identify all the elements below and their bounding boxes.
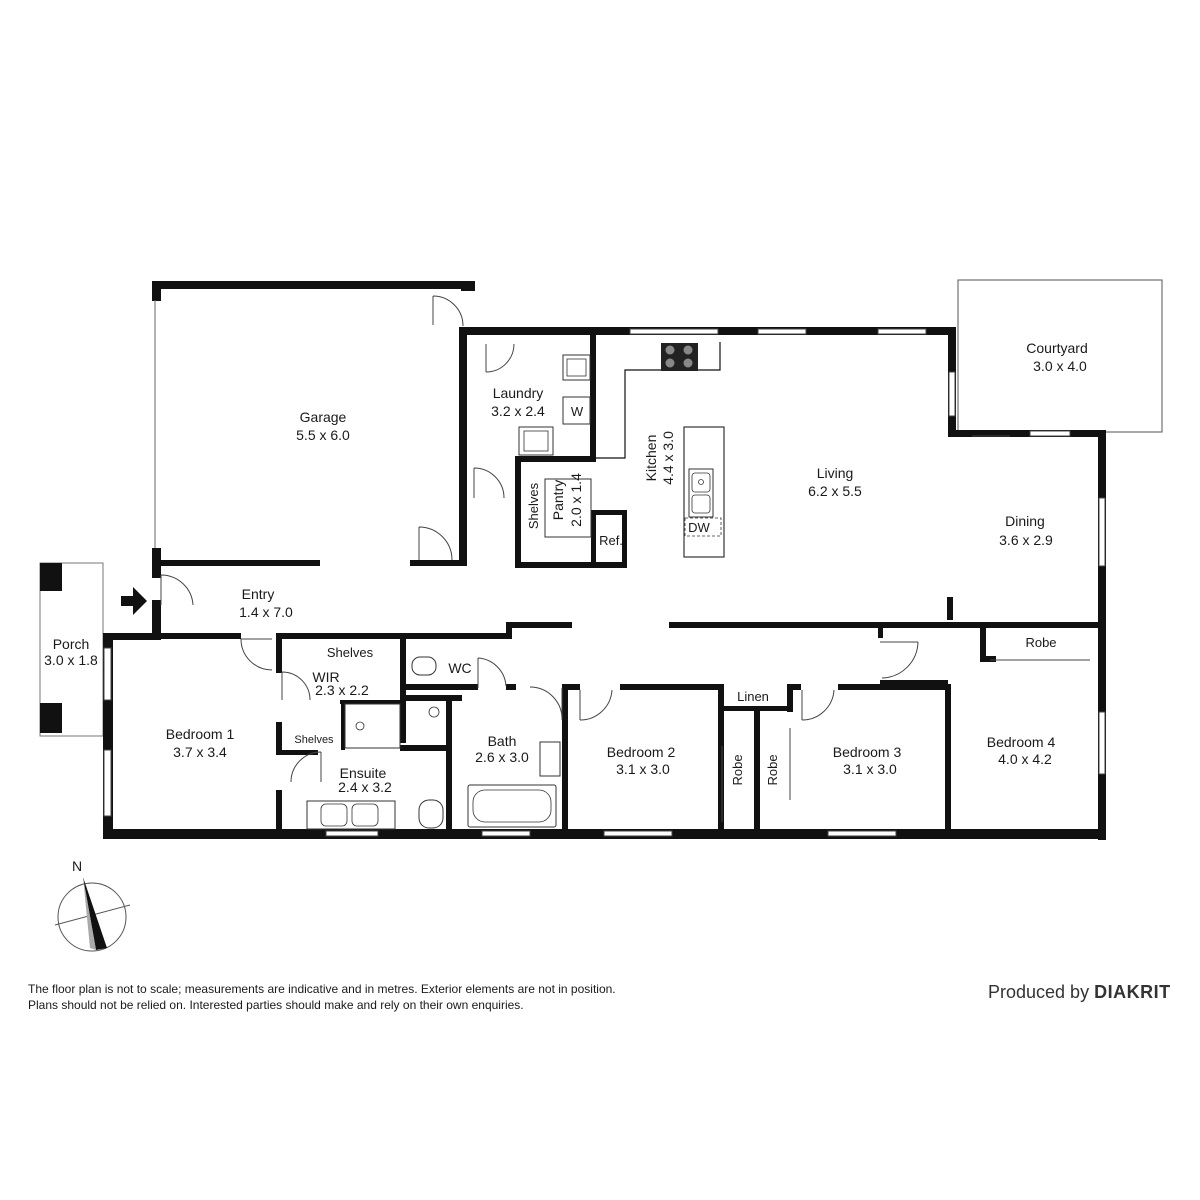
washer-label: W <box>571 404 584 419</box>
windows <box>103 328 1106 837</box>
producer-brand-logo: DIAKRIT <box>1094 982 1171 1002</box>
linen-label: Linen <box>737 689 769 704</box>
porch-label: Porch <box>53 636 90 652</box>
cooktop-icon <box>661 343 698 371</box>
ref-label: Ref. <box>599 533 623 548</box>
wir-dims: 2.3 x 2.2 <box>315 682 369 698</box>
interior-walls <box>161 335 1099 839</box>
shelves-small-label: Shelves <box>294 734 334 746</box>
entry-dims: 1.4 x 7.0 <box>239 604 293 620</box>
compass-icon: N <box>54 858 131 952</box>
laundry-label: Laundry <box>493 385 544 401</box>
pantry-label: Pantry <box>550 480 566 520</box>
ensuite-label: Ensuite <box>340 765 387 781</box>
laundry-sink <box>518 426 554 456</box>
kitchen-label: Kitchen <box>643 435 659 482</box>
ensuite-toilet <box>418 799 444 829</box>
wc-label: WC <box>448 660 471 676</box>
kitchen-dims: 4.4 x 3.0 <box>660 431 676 485</box>
entry-arrow-icon <box>121 587 147 615</box>
disclaimer-line1: The floor plan is not to scale; measurem… <box>28 982 616 996</box>
dining-label: Dining <box>1005 513 1045 529</box>
wir-label: WIR <box>312 669 339 685</box>
laundry-tub <box>562 354 591 381</box>
producer-credit: Produced by DIAKRIT <box>988 982 1171 1003</box>
washer <box>562 396 591 425</box>
porch-dims: 3.0 x 1.8 <box>44 652 98 668</box>
robe3-label: Robe <box>765 754 780 785</box>
garage-dims: 5.5 x 6.0 <box>296 427 350 443</box>
bedroom2-label: Bedroom 2 <box>607 744 676 760</box>
exterior-walls <box>103 281 1106 840</box>
courtyard-label: Courtyard <box>1026 340 1087 356</box>
robe2-label: Robe <box>730 754 745 785</box>
bedroom1-dims: 3.7 x 3.4 <box>173 744 227 760</box>
bath-label: Bath <box>488 733 517 749</box>
laundry-dims: 3.2 x 2.4 <box>491 403 545 419</box>
courtyard-dims: 3.0 x 4.0 <box>1033 358 1087 374</box>
entry-label: Entry <box>242 586 275 602</box>
bathtub <box>467 784 557 828</box>
ensuite-shower <box>344 703 401 749</box>
pantry-dims: 2.0 x 1.4 <box>568 473 584 527</box>
disclaimer-line2: Plans should not be relied on. Intereste… <box>28 998 524 1012</box>
bedroom3-label: Bedroom 3 <box>833 744 902 760</box>
dishwasher-label: DW <box>688 520 710 535</box>
doors <box>160 295 1090 822</box>
courtyard-outline <box>957 279 1163 433</box>
bedroom4-label: Bedroom 4 <box>987 734 1056 750</box>
robe4-label: Robe <box>1025 635 1056 650</box>
living-label: Living <box>817 465 854 481</box>
dining-dims: 3.6 x 2.9 <box>999 532 1053 548</box>
pantry-shelves <box>544 478 592 538</box>
bedroom2-dims: 3.1 x 3.0 <box>616 761 670 777</box>
garage-label: Garage <box>300 409 347 425</box>
porch-post <box>40 563 62 591</box>
kitchen-sink-icon <box>688 468 714 518</box>
pantry-shelves-label: Shelves <box>526 482 541 529</box>
bath-basin <box>539 741 561 777</box>
dishwasher <box>684 517 722 537</box>
producer-prefix: Produced by <box>988 982 1090 1002</box>
north-label: N <box>72 858 82 874</box>
living-dims: 6.2 x 5.5 <box>808 483 862 499</box>
ensuite-dims: 2.4 x 3.2 <box>338 779 392 795</box>
wc-toilet <box>411 656 437 676</box>
disclaimer: The floor plan is not to scale; measurem… <box>28 981 616 1013</box>
bedroom3-dims: 3.1 x 3.0 <box>843 761 897 777</box>
vanity <box>306 800 396 830</box>
bedroom4-dims: 4.0 x 4.2 <box>998 751 1052 767</box>
porch-post <box>40 703 62 733</box>
bath-dims: 2.6 x 3.0 <box>475 749 529 765</box>
wir-shelves-label: Shelves <box>327 645 374 660</box>
fixtures <box>306 343 722 830</box>
room-labels: Garage 5.5 x 6.0 Laundry 3.2 x 2.4 W She… <box>44 340 1088 795</box>
bedroom1-label: Bedroom 1 <box>166 726 235 742</box>
